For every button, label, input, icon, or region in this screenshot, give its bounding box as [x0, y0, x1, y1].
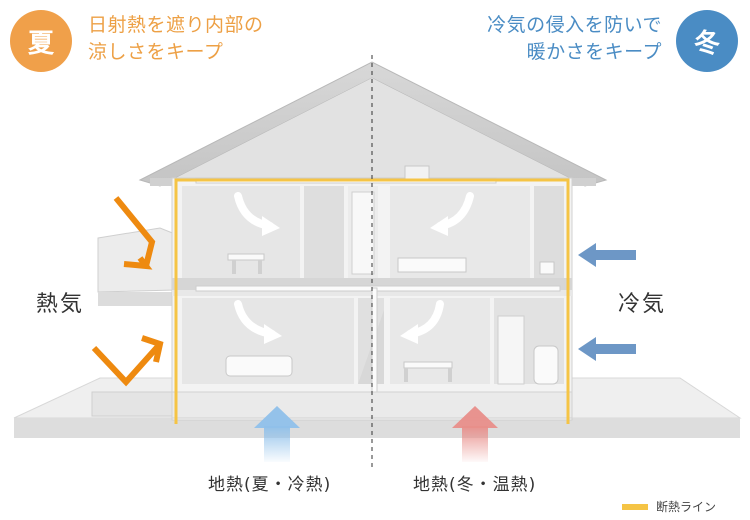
ground-warm-arrow — [452, 406, 498, 462]
summer-headline-line1: 日射熱を遮り内部の — [88, 14, 264, 36]
balcony — [91, 227, 176, 417]
ground-cool-arrow — [254, 406, 300, 462]
heat-arrow-lower — [91, 335, 164, 387]
heat-label: 熱気 — [36, 292, 85, 317]
insulation-line — [174, 178, 570, 424]
winter-badge: 冬 — [676, 10, 738, 72]
winter-headline-line2: 暖かさをキープ — [526, 41, 662, 63]
legend: 断熱ライン — [622, 498, 716, 515]
summer-headline: 日射熱を遮り内部の 涼しさをキープ — [88, 12, 264, 66]
winter-headline-line1: 冷気の侵入を防いで — [487, 14, 662, 36]
summer-headline-line2: 涼しさをキープ — [88, 41, 224, 63]
roof — [138, 61, 608, 187]
ground-heat-winter-label: 地熱(冬・温熱) — [413, 475, 537, 495]
circulation-arrow-heads — [262, 216, 448, 344]
foundation-space — [171, 391, 573, 419]
lower-floor — [182, 298, 564, 385]
cold-arrow-upper — [578, 243, 636, 267]
cold-arrow-lower — [578, 337, 636, 361]
cold-label: 冷気 — [618, 292, 667, 317]
legend-label: 断熱ライン — [656, 500, 717, 514]
heat-arrow-upper — [113, 196, 156, 270]
ground-heat-summer-label: 地熱(夏・冷熱) — [208, 475, 332, 495]
insulation-line-swatch — [622, 503, 648, 510]
summer-badge: 夏 — [10, 10, 72, 72]
winter-headline: 冷気の侵入を防いで 暖かさをキープ — [487, 12, 662, 66]
